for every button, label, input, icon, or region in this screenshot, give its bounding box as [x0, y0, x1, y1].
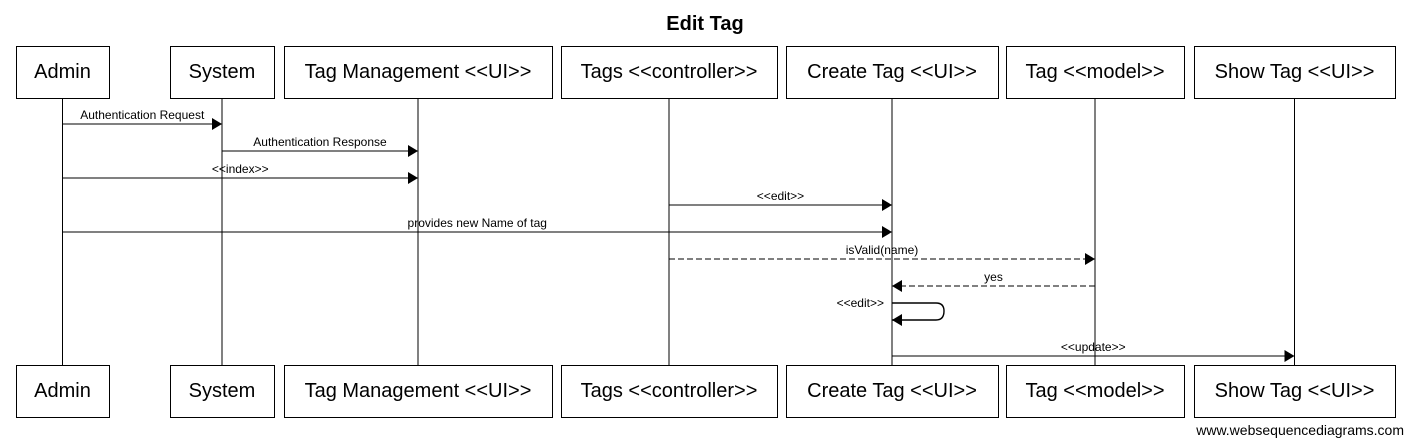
- message-2: Authentication Response: [222, 135, 418, 157]
- participant-box-show_tag-top: Show Tag <<UI>>: [1194, 46, 1396, 99]
- participant-label: Tag <<model>>: [1026, 380, 1165, 402]
- message-label: Authentication Request: [80, 108, 205, 122]
- participant-label: System: [189, 380, 256, 402]
- message-1: Authentication Request: [62, 108, 222, 130]
- participant-label: Show Tag <<UI>>: [1215, 61, 1375, 83]
- participant-box-system-top: System: [170, 46, 275, 99]
- participant-box-create_tag-top: Create Tag <<UI>>: [786, 46, 999, 99]
- participant-box-admin-top: Admin: [16, 46, 110, 99]
- message-label: provides new Name of tag: [408, 216, 547, 230]
- message-6: isValid(name): [669, 243, 1095, 265]
- footer-watermark: www.websequencediagrams.com: [1195, 422, 1404, 438]
- message-label: Authentication Response: [253, 135, 387, 149]
- participant-label: Tag <<model>>: [1026, 61, 1165, 83]
- participant-label: Create Tag <<UI>>: [807, 61, 977, 83]
- message-label: <<index>>: [212, 162, 269, 176]
- diagram-title: Edit Tag: [666, 13, 743, 35]
- message-7: yes: [892, 270, 1095, 292]
- participant-box-tag_model-bottom: Tag <<model>>: [1006, 365, 1185, 418]
- participant-box-tag_mgmt-top: Tag Management <<UI>>: [284, 46, 553, 99]
- message-4: <<edit>>: [669, 189, 892, 211]
- participant-box-create_tag-bottom: Create Tag <<UI>>: [786, 365, 999, 418]
- participant-label: System: [189, 61, 256, 83]
- participant-label: Create Tag <<UI>>: [807, 380, 977, 402]
- participant-label: Tags <<controller>>: [581, 380, 758, 402]
- message-label: <<update>>: [1061, 340, 1126, 354]
- message-5: provides new Name of tag: [62, 216, 892, 238]
- participant-box-system-bottom: System: [170, 365, 275, 418]
- message-3: <<index>>: [62, 162, 418, 184]
- message-9: <<update>>: [892, 340, 1295, 362]
- participant-box-tags_ctrl-bottom: Tags <<controller>>: [561, 365, 778, 418]
- participant-label: Tag Management <<UI>>: [305, 380, 532, 402]
- message-label: <<edit>>: [837, 296, 884, 310]
- participant-label: Tag Management <<UI>>: [305, 61, 532, 83]
- participant-label: Tags <<controller>>: [581, 61, 758, 83]
- message-label: <<edit>>: [757, 189, 804, 203]
- participant-label: Admin: [34, 380, 91, 402]
- message-label: yes: [984, 270, 1003, 284]
- participant-box-admin-bottom: Admin: [16, 365, 110, 418]
- participant-label: Show Tag <<UI>>: [1215, 380, 1375, 402]
- message-8: <<edit>>: [837, 296, 945, 326]
- participant-box-tags_ctrl-top: Tags <<controller>>: [561, 46, 778, 99]
- participant-box-tag_model-top: Tag <<model>>: [1006, 46, 1185, 99]
- participant-box-show_tag-bottom: Show Tag <<UI>>: [1194, 365, 1396, 418]
- participant-label: Admin: [34, 61, 91, 83]
- participant-box-tag_mgmt-bottom: Tag Management <<UI>>: [284, 365, 553, 418]
- message-label: isValid(name): [846, 243, 918, 257]
